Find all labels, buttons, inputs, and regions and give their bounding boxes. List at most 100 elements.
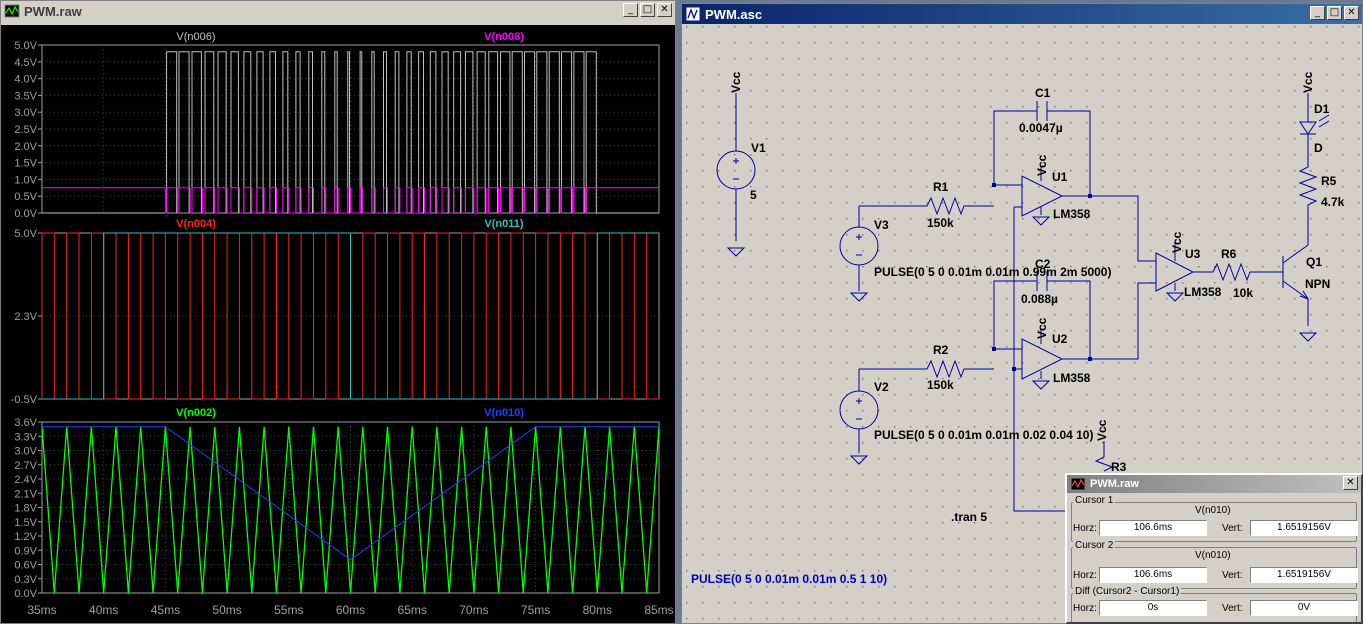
label-r3: R3 bbox=[1111, 460, 1127, 474]
y-tick-label: 0.0V bbox=[14, 588, 37, 600]
label-v3: V3 bbox=[874, 218, 889, 232]
trace-label-n011: V(n011) bbox=[484, 218, 523, 230]
cursor2-trace: V(n010) bbox=[1195, 550, 1231, 561]
y-tick-label: 2.4V bbox=[14, 474, 37, 486]
x-tick-label: 55ms bbox=[274, 603, 303, 617]
x-tick-label: 80ms bbox=[583, 603, 612, 617]
x-tick-label: 60ms bbox=[336, 603, 365, 617]
y-tick-label: 3.6V bbox=[14, 417, 37, 429]
diff-horz-field[interactable]: 0s bbox=[1099, 600, 1207, 616]
label-q1: Q1 bbox=[1306, 255, 1322, 269]
label-pulse-bottom: PULSE(0 5 0 0.01m 0.01m 0.5 1 10) bbox=[691, 572, 887, 586]
label-vcc-u1: Vcc bbox=[1035, 154, 1049, 176]
cursor2-vert-label: Vert: bbox=[1222, 570, 1243, 581]
minimize-button[interactable]: _ bbox=[623, 3, 638, 17]
x-tick-label: 45ms bbox=[151, 603, 180, 617]
maximize-button[interactable]: □ bbox=[1327, 6, 1342, 20]
label-c1: C1 bbox=[1035, 86, 1051, 100]
label-r2: R2 bbox=[933, 343, 949, 357]
y-tick-label: 2.0V bbox=[14, 141, 37, 153]
y-tick-label: 1.0V bbox=[14, 174, 37, 186]
cursor-window-title: PWM.raw bbox=[1090, 478, 1139, 490]
diff-group-label: Diff (Cursor2 - Cursor1) bbox=[1073, 586, 1182, 597]
label-u2-model: LM358 bbox=[1053, 371, 1091, 385]
label-v2: V2 bbox=[874, 380, 889, 394]
cursor2-vert-field[interactable]: 1.6519156V bbox=[1250, 567, 1358, 583]
label-d1: D1 bbox=[1314, 102, 1330, 116]
cursor1-horz-field[interactable]: 106.6ms bbox=[1099, 520, 1207, 536]
x-tick-label: 50ms bbox=[212, 603, 241, 617]
label-r2-value: 150k bbox=[927, 378, 954, 392]
cursor-titlebar[interactable]: PWM.raw ✕ bbox=[1067, 475, 1361, 493]
y-tick-label: 3.3V bbox=[14, 431, 37, 443]
y-tick-label: 0.6V bbox=[14, 560, 37, 572]
label-u1-model: LM358 bbox=[1053, 207, 1091, 221]
diff-vert-field[interactable]: 0V bbox=[1250, 600, 1358, 616]
label-vcc-u2: Vcc bbox=[1035, 317, 1049, 339]
spice-directive-tran: .tran 5 bbox=[951, 510, 987, 524]
trace-label-n008: V(n008) bbox=[484, 31, 524, 43]
cursor1-trace: V(n010) bbox=[1195, 505, 1231, 516]
y-tick-label: 1.5V bbox=[14, 517, 37, 529]
y-tick-label: 2.5V bbox=[14, 124, 37, 136]
plot-pane-3[interactable]: 3.6V3.3V3.0V2.7V2.4V2.1V1.8V1.5V1.2V0.9V… bbox=[14, 407, 660, 600]
close-button[interactable]: ✕ bbox=[1343, 476, 1358, 490]
waveform-app-icon bbox=[1070, 477, 1086, 491]
close-button[interactable]: ✕ bbox=[657, 3, 672, 17]
minimize-button[interactable]: _ bbox=[1310, 6, 1325, 20]
y-tick-label: 0.0V bbox=[14, 208, 37, 220]
y-tick-label: 3.0V bbox=[14, 107, 37, 119]
waveform-app-icon bbox=[4, 4, 20, 18]
maximize-button[interactable]: □ bbox=[640, 3, 655, 17]
label-r6-value: 10k bbox=[1233, 286, 1253, 300]
label-r6: R6 bbox=[1221, 247, 1237, 261]
cursor2-horz-field[interactable]: 106.6ms bbox=[1099, 567, 1207, 583]
cursor1-group-label: Cursor 1 bbox=[1073, 495, 1116, 506]
x-tick-label: 35ms bbox=[27, 603, 56, 617]
label-r1: R1 bbox=[933, 180, 949, 194]
schematic-titlebar[interactable]: PWM.asc _ □ ✕ bbox=[682, 4, 1362, 24]
y-tick-label: 4.5V bbox=[14, 57, 37, 69]
trace-label-n010: V(n010) bbox=[484, 407, 524, 419]
y-tick-label: 1.8V bbox=[14, 503, 37, 515]
cursor1-horz-label: Horz: bbox=[1073, 523, 1097, 534]
y-tick-label: 5.0V bbox=[14, 228, 37, 240]
label-c1-value: 0.0047µ bbox=[1019, 121, 1063, 135]
y-tick-label: 4.0V bbox=[14, 74, 37, 86]
label-r5: R5 bbox=[1321, 174, 1337, 188]
x-tick-label: 75ms bbox=[521, 603, 550, 617]
label-q1-model: NPN bbox=[1305, 277, 1330, 291]
cursor-window[interactable]: PWM.raw ✕ Cursor 1 V(n010) Horz: 106.6ms… bbox=[1065, 473, 1363, 624]
label-d1-model: D bbox=[1314, 141, 1323, 155]
cursor1-vert-field[interactable]: 1.6519156V bbox=[1250, 520, 1358, 536]
waveform-titlebar[interactable]: PWM.raw _ □ ✕ bbox=[1, 1, 675, 21]
trace-n008 bbox=[42, 187, 659, 214]
y-tick-label: 2.1V bbox=[14, 488, 37, 500]
x-axis-ticks: 35ms 40ms 45ms 50ms 55ms 60ms 65ms 70ms 75ms 80ms… bbox=[27, 603, 673, 617]
y-tick-label: -0.5V bbox=[11, 394, 38, 406]
waveform-plot-area[interactable]: 5.0V4.5V4.0V3.5V3.0V2.5V2.0V1.5V1.0V0.5V… bbox=[1, 25, 675, 623]
plot-pane-1[interactable]: 5.0V4.5V4.0V3.5V3.0V2.5V2.0V1.5V1.0V0.5V… bbox=[14, 31, 660, 220]
label-pulse-v2: PULSE(0 5 0 0.01m 0.01m 0.02 0.04 10) bbox=[874, 428, 1093, 442]
x-tick-label: 65ms bbox=[398, 603, 427, 617]
label-r1-value: 150k bbox=[927, 216, 954, 230]
label-vcc1: Vcc bbox=[729, 71, 743, 93]
y-tick-label: 1.5V bbox=[14, 158, 37, 170]
y-tick-label: 2.3V bbox=[14, 311, 37, 323]
trace-n011 bbox=[42, 232, 659, 400]
x-tick-label: 70ms bbox=[459, 603, 488, 617]
label-r5-value: 4.7k bbox=[1321, 195, 1345, 209]
y-tick-label: 0.9V bbox=[14, 545, 37, 557]
label-vcc-u3: Vcc bbox=[1170, 231, 1184, 253]
trace-n010 bbox=[42, 426, 659, 561]
y-tick-label: 0.3V bbox=[14, 574, 37, 586]
plot-pane-2[interactable]: 5.0V2.3V-0.5V V(n004) V(n011) bbox=[11, 218, 660, 406]
close-button[interactable]: ✕ bbox=[1344, 6, 1359, 20]
label-vcc-d1: Vcc bbox=[1301, 71, 1315, 93]
label-c2: C2 bbox=[1035, 257, 1051, 271]
x-tick-label: 40ms bbox=[89, 603, 118, 617]
trace-label-n002: V(n002) bbox=[176, 407, 216, 419]
label-v1-value: 5 bbox=[750, 188, 757, 202]
label-vcc-r3: Vcc bbox=[1095, 419, 1109, 441]
